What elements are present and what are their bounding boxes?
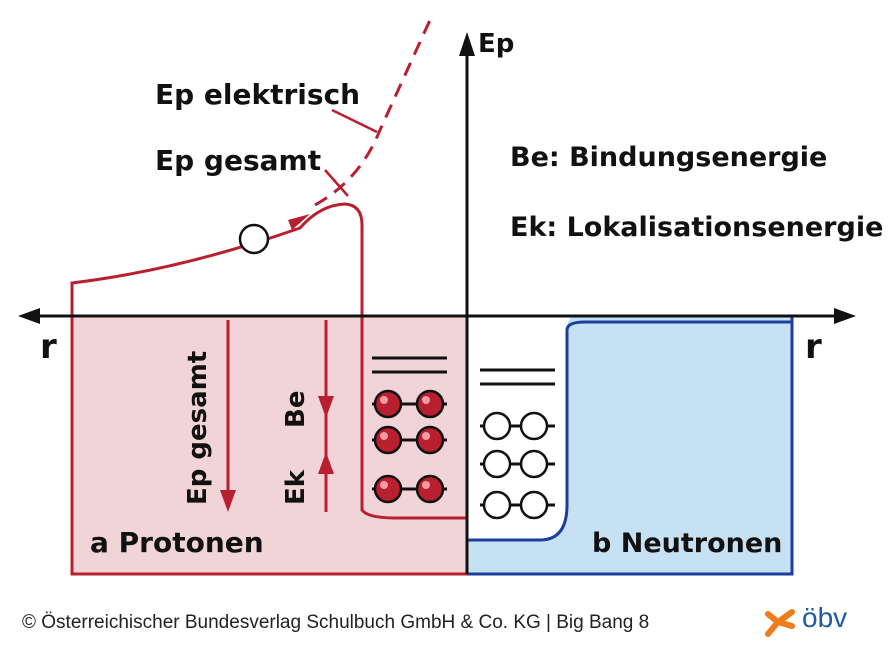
neutron-well bbox=[467, 316, 792, 574]
x-axis-left-arrow bbox=[18, 308, 40, 324]
arrow-label-ek: Ek bbox=[281, 469, 311, 505]
ep-gesamt-curve bbox=[70, 202, 467, 520]
neutron-well-outline bbox=[467, 316, 794, 576]
neutron-particle-highlight bbox=[526, 497, 534, 505]
y-axis-label: Ep bbox=[478, 29, 514, 59]
arrow-label-be: Be bbox=[281, 391, 311, 428]
proton-particle-highlight bbox=[380, 432, 388, 440]
ep-gesamt-arrowhead bbox=[220, 490, 236, 512]
proton-particle-highlight bbox=[422, 481, 430, 489]
x-axis-label-left: r bbox=[40, 327, 57, 367]
neutron-particle bbox=[519, 411, 549, 441]
proton-particle bbox=[373, 474, 403, 504]
ep-gesamt-label: Ep gesamt bbox=[155, 144, 321, 177]
neutron-particle bbox=[482, 490, 512, 520]
protonen-label: a Protonen bbox=[90, 526, 264, 559]
obv-logo-icon bbox=[765, 609, 795, 637]
copyright-footer: © Österreichischer Bundesverlag Schulbuc… bbox=[22, 612, 650, 633]
curve-arrowhead bbox=[288, 214, 310, 230]
neutron-particle bbox=[519, 449, 549, 479]
elektrisch-pointer bbox=[331, 108, 378, 134]
legend-be: Be: Bindungsenergie bbox=[510, 142, 827, 173]
proton-particle bbox=[373, 425, 403, 455]
y-axis-arrow bbox=[459, 32, 475, 56]
proton-particle-highlight bbox=[422, 396, 430, 404]
ep-elektrisch-label: Ep elektrisch bbox=[155, 78, 360, 111]
legend-ek: Ek: Lokalisationsenergie bbox=[510, 212, 883, 243]
neutron-particle-highlight bbox=[526, 418, 534, 426]
arrow-label-ep-gesamt: Ep gesamt bbox=[183, 351, 213, 505]
neutron-particle bbox=[519, 490, 549, 520]
neutron-particle-highlight bbox=[489, 418, 497, 426]
proton-particle bbox=[373, 389, 403, 419]
ek-arrowhead bbox=[318, 452, 334, 474]
proton-particle-highlight bbox=[380, 481, 388, 489]
proton-particle-highlight bbox=[380, 396, 388, 404]
x-axis-label-right: r bbox=[805, 327, 822, 367]
proton-particle bbox=[415, 389, 445, 419]
x-axis-right-arrow bbox=[834, 308, 856, 324]
neutron-particle bbox=[482, 449, 512, 479]
proton-particle bbox=[415, 425, 445, 455]
neutron-particles bbox=[480, 411, 555, 520]
proton-particle bbox=[415, 474, 445, 504]
neutron-particle-highlight bbox=[489, 456, 497, 464]
neutron-particle-highlight bbox=[526, 456, 534, 464]
neutron-particle-highlight bbox=[489, 497, 497, 505]
proton-circle-on-curve bbox=[238, 223, 270, 255]
neutronen-label: b Neutronen bbox=[592, 528, 782, 559]
obv-logo-text: öbv bbox=[802, 602, 848, 633]
be-arrowhead bbox=[318, 396, 334, 418]
gesamt-pointer bbox=[324, 169, 349, 197]
proton-particles bbox=[372, 389, 447, 504]
neutron-particle bbox=[482, 411, 512, 441]
obv-logo: öbv bbox=[762, 600, 882, 640]
proton-particle-highlight bbox=[422, 432, 430, 440]
